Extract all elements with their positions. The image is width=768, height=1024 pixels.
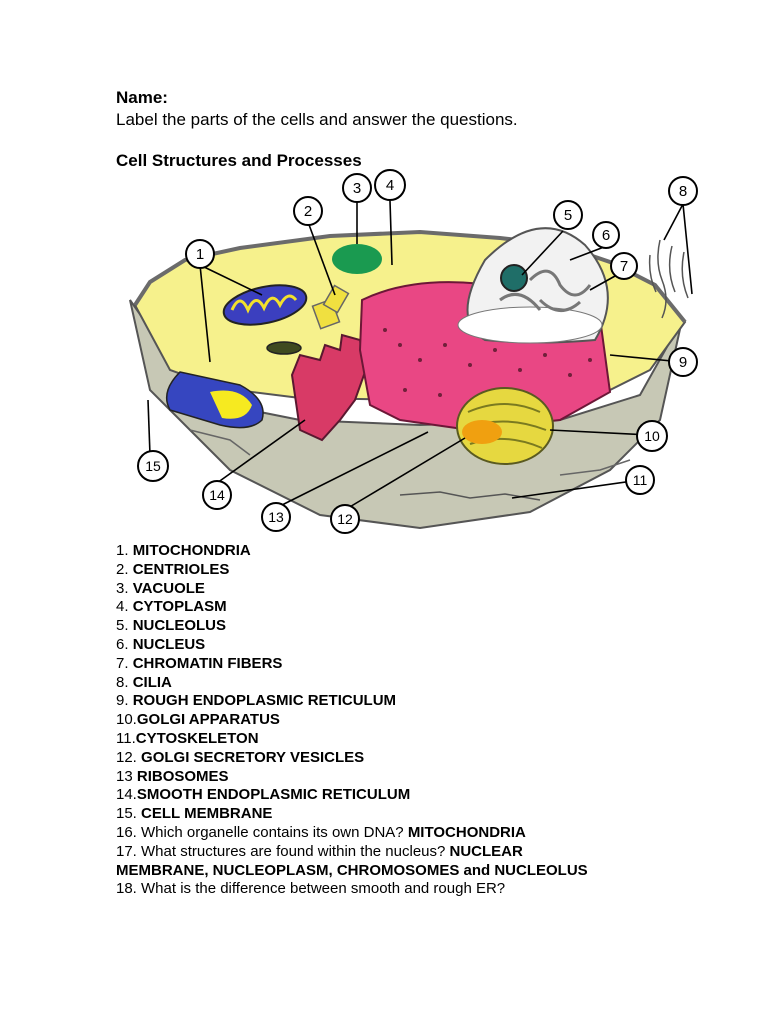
answer-value: CYTOPLASM bbox=[132, 598, 227, 616]
answer-number: 1. bbox=[116, 542, 133, 559]
answer-value: GOLGI SECRETORY VESICLES bbox=[141, 748, 365, 766]
callout-label-8: 8 bbox=[679, 183, 687, 200]
question-18: 18. What is the difference between smoot… bbox=[116, 880, 596, 899]
nucleolus bbox=[500, 264, 528, 292]
answer-13: 13 RIBOSOMES bbox=[116, 768, 596, 787]
answer-number: 15. bbox=[116, 805, 142, 823]
answer-4: 4. CYTOPLASM bbox=[116, 598, 596, 617]
cytoskeleton bbox=[399, 491, 541, 501]
callout-label-4: 4 bbox=[386, 177, 394, 194]
answer-number: 13 bbox=[116, 767, 137, 785]
answer-14: 14.SMOOTH ENDOPLASMIC RETICULUM bbox=[116, 786, 596, 805]
answer-number: 2. bbox=[116, 560, 133, 578]
callout-6 bbox=[592, 221, 620, 249]
callout-7 bbox=[610, 252, 638, 280]
callout-label-1: 1 bbox=[196, 246, 204, 263]
answer-value: NUCLEUS bbox=[132, 635, 206, 653]
callout-11 bbox=[625, 465, 655, 495]
name-label: Name: bbox=[116, 88, 168, 107]
answer-10: 10.GOLGI APPARATUS bbox=[116, 711, 596, 730]
answer-number: 3. bbox=[116, 579, 133, 597]
vacuole bbox=[332, 244, 382, 274]
question-16: 16. Which organelle contains its own DNA… bbox=[116, 824, 596, 843]
answer-number: 9. bbox=[116, 692, 133, 710]
answer-value: GOLGI APPARATUS bbox=[136, 711, 280, 729]
callout-10 bbox=[636, 420, 668, 452]
answer-number: 4. bbox=[116, 598, 133, 616]
answer-2: 2. CENTRIOLES bbox=[116, 561, 596, 580]
callout-8 bbox=[668, 176, 698, 206]
callout-4 bbox=[374, 169, 406, 201]
callout-label-15: 15 bbox=[145, 458, 161, 474]
callout-12 bbox=[330, 504, 360, 534]
question-17: 17. What structures are found within the… bbox=[116, 843, 596, 881]
cell-diagram: 1 2 3 4 5 6 7 8 9 10 11 12 13 14 15 bbox=[129, 169, 698, 534]
callout-label-12: 12 bbox=[337, 511, 353, 527]
answer-1: 1. MITOCHONDRIA bbox=[116, 542, 596, 561]
answer-value: RIBOSOMES bbox=[136, 767, 229, 785]
callout-label-5: 5 bbox=[564, 207, 572, 224]
question-text: 17. What structures are found within the… bbox=[116, 842, 450, 860]
callout-1 bbox=[185, 239, 215, 269]
answer-value: NUCLEOLUS bbox=[132, 617, 227, 635]
answer-value: CHROMATIN FIBERS bbox=[132, 654, 283, 672]
callout-5 bbox=[553, 200, 583, 230]
answer-value: ROUGH ENDOPLASMIC RETICULUM bbox=[132, 692, 397, 710]
answer-12: 12. GOLGI SECRETORY VESICLES bbox=[116, 749, 596, 768]
callout-label-7: 7 bbox=[620, 258, 628, 275]
callout-3 bbox=[342, 173, 372, 203]
answer-value: CYTOSKELETON bbox=[135, 729, 259, 747]
callout-14 bbox=[202, 480, 232, 510]
answer-8: 8. CILIA bbox=[116, 674, 596, 693]
callout-label-2: 2 bbox=[304, 203, 312, 220]
callout-label-11: 11 bbox=[633, 472, 648, 488]
centrioles bbox=[311, 284, 350, 330]
answer-number: 6. bbox=[116, 635, 133, 653]
answer-number: 5. bbox=[116, 617, 133, 635]
cell-base bbox=[129, 299, 683, 530]
callout-label-14: 14 bbox=[209, 487, 225, 503]
answer-5: 5. NUCLEOLUS bbox=[116, 617, 596, 636]
callout-2 bbox=[293, 196, 323, 226]
answer-7: 7. CHROMATIN FIBERS bbox=[116, 655, 596, 674]
answer-number: 11. bbox=[116, 729, 136, 747]
answer-number: 14. bbox=[116, 786, 137, 804]
answer-value: CENTRIOLES bbox=[132, 560, 230, 578]
answer-value: VACUOLE bbox=[132, 579, 205, 597]
answer-number: 10. bbox=[116, 711, 137, 729]
question-answer: NUCLEAR MEMBRANE, NUCLEOPLASM, CHROMOSOM… bbox=[116, 842, 588, 879]
answer-3: 3. VACUOLE bbox=[116, 580, 596, 599]
answer-value: CILIA bbox=[132, 673, 172, 691]
answer-11: 11.CYTOSKELETON bbox=[116, 730, 596, 749]
answer-9: 9. ROUGH ENDOPLASMIC RETICULUM bbox=[116, 692, 596, 711]
section-title: Cell Structures and Processes bbox=[116, 151, 362, 170]
instructions-text: Label the parts of the cells and answer … bbox=[116, 110, 518, 129]
answer-value: CELL MEMBRANE bbox=[141, 805, 273, 823]
callout-9 bbox=[668, 347, 698, 377]
answer-list: 1. MITOCHONDRIA 2. CENTRIOLES 3. VACUOLE… bbox=[116, 542, 596, 899]
question-text: 18. What is the difference between smoot… bbox=[116, 880, 506, 898]
answer-number: 7. bbox=[116, 654, 133, 672]
leader-lines bbox=[147, 200, 693, 509]
cilia bbox=[648, 239, 689, 319]
question-answer: MITOCHONDRIA bbox=[407, 823, 526, 841]
callout-label-10: 10 bbox=[644, 428, 660, 444]
answer-value: MITOCHONDRIA bbox=[132, 542, 251, 559]
callout-15 bbox=[137, 450, 169, 482]
answer-value: SMOOTH ENDOPLASMIC RETICULUM bbox=[136, 786, 411, 804]
callout-label-3: 3 bbox=[353, 180, 361, 197]
question-text: 16. Which organelle contains its own DNA… bbox=[116, 823, 408, 841]
answer-15: 15. CELL MEMBRANE bbox=[116, 805, 596, 824]
chromatin bbox=[499, 269, 592, 312]
callout-label-9: 9 bbox=[679, 354, 687, 371]
answer-number: 8. bbox=[116, 673, 133, 691]
callout-13 bbox=[261, 502, 291, 532]
callout-label-6: 6 bbox=[602, 227, 610, 244]
answer-6: 6. NUCLEUS bbox=[116, 636, 596, 655]
callout-label-13: 13 bbox=[268, 509, 284, 525]
answer-number: 12. bbox=[116, 748, 142, 766]
